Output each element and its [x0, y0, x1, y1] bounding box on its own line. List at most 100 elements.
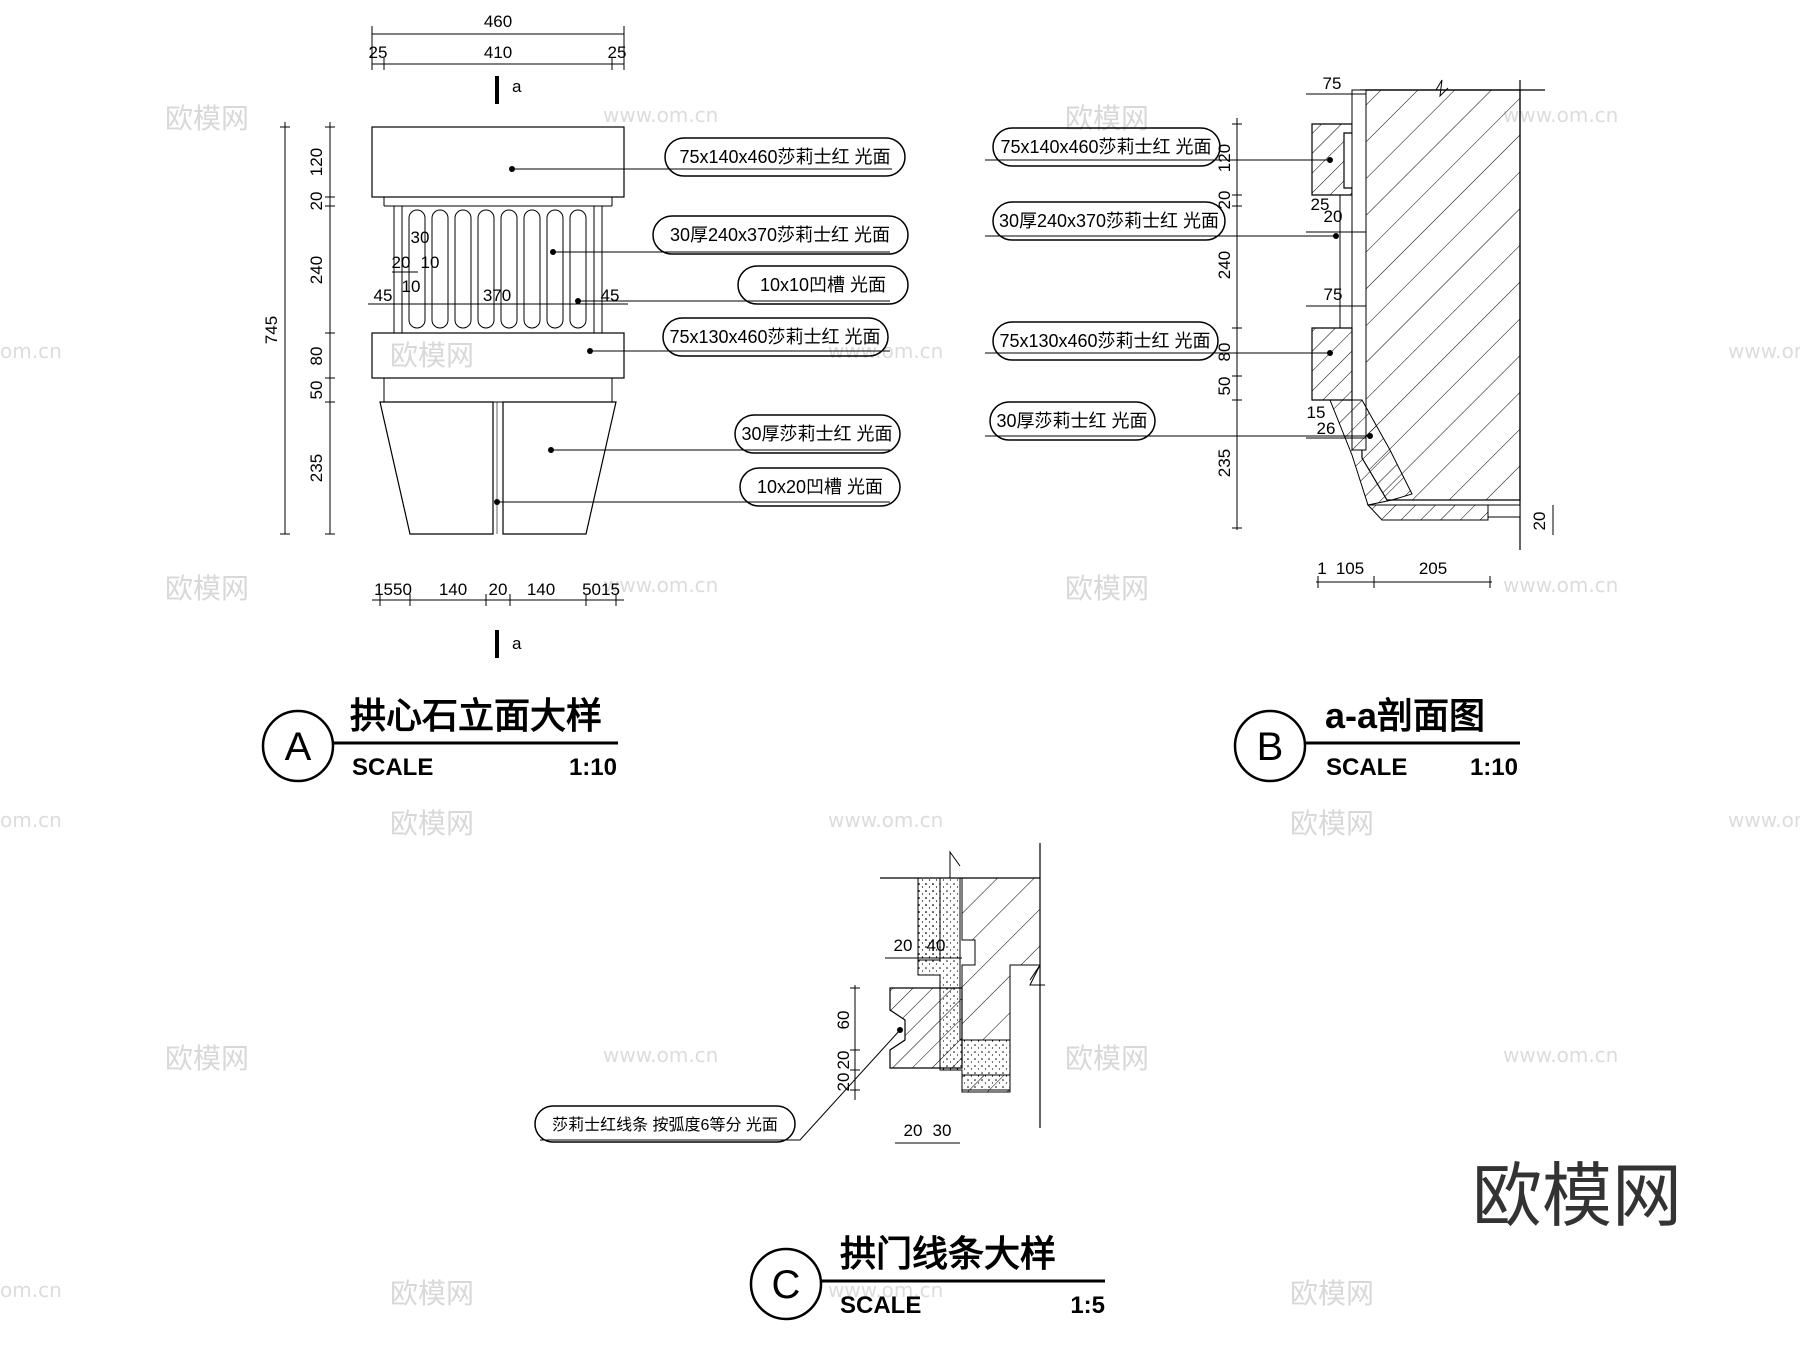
dim-text: 50	[1215, 377, 1234, 396]
cloud-bubble	[534, 1105, 796, 1143]
callout-text: 75x130x460莎莉士红 光面	[999, 331, 1210, 351]
watermark-url: www.om.cn	[828, 808, 943, 832]
watermark-mark: 欧模网	[1065, 572, 1149, 605]
detail-title: 拱心石立面大样	[350, 695, 602, 736]
keystone-left-half	[379, 401, 494, 535]
watermark-mark: 欧模网	[390, 339, 474, 372]
callout: 10x10凹槽 光面	[575, 265, 909, 305]
scale-value: 1:10	[569, 754, 617, 781]
callout-text: 75x130x460莎莉士红 光面	[669, 327, 880, 347]
detail-c-moulding: 20 40 60 20 20 20 30 莎莉士红线条 按弧度6等分 光面 C …	[534, 843, 1105, 1321]
watermark-layer: 欧模网 欧模网 欧模网 欧模网 欧模网 欧模网 欧模网 欧模网 欧模网 欧模网 …	[0, 102, 1800, 1310]
dim-text: 20	[834, 1073, 853, 1092]
lower-band-stone-section	[1311, 327, 1353, 401]
callout: 30厚莎莉士红 光面	[548, 414, 901, 454]
detail-circle	[749, 1247, 823, 1321]
callout: 75x130x460莎莉士红 光面	[985, 321, 1333, 361]
base-slab	[1366, 504, 1489, 521]
cloud-bubble	[664, 137, 906, 177]
dim-text: 80	[1215, 343, 1234, 362]
watermark-url: om.cn	[0, 339, 62, 363]
cloud-bubble	[662, 317, 889, 357]
callout: 75x130x460莎莉士红 光面	[587, 317, 890, 357]
dim-text: 45	[601, 286, 620, 305]
dim-text: 240	[307, 256, 326, 284]
watermark-url: www.om.cn	[1503, 573, 1618, 597]
callout: 30厚240x370莎莉士红 光面	[550, 215, 909, 255]
dim-text: 40	[927, 936, 946, 955]
watermark-mark: 欧模网	[165, 1042, 249, 1075]
scale-label: SCALE	[1326, 754, 1407, 781]
watermark-url: www.om.cn	[1503, 1043, 1618, 1067]
dim-text: 20	[1530, 512, 1549, 531]
watermark-url: www.om.cn	[1728, 339, 1800, 363]
dim-text: 25	[369, 43, 388, 62]
dim-text: 235	[1215, 449, 1234, 477]
watermark-mark: 欧模网	[1290, 1277, 1374, 1310]
detail-circle	[261, 709, 335, 783]
dim-text: 75	[1324, 285, 1343, 304]
watermark-url: www.om.cn	[603, 1043, 718, 1067]
watermark-url: www.om.cn	[1503, 103, 1618, 127]
watermark-url: om.cn	[0, 808, 62, 832]
cloud-bubble	[992, 201, 1226, 241]
watermark-url: www.om.cn	[603, 103, 718, 127]
callout: 30厚240x370莎莉士红 光面	[985, 201, 1339, 241]
watermark-url: www.om.cn	[1728, 808, 1800, 832]
callout: 75x140x460莎莉士红 光面	[509, 137, 906, 177]
callout-text: 75x140x460莎莉士红 光面	[1000, 137, 1211, 157]
callout-text: 莎莉士红线条 按弧度6等分 光面	[552, 1116, 778, 1134]
cloud-bubble	[992, 127, 1221, 167]
callout: 75x140x460莎莉士红 光面	[985, 127, 1333, 167]
dim-text: 140	[527, 580, 555, 599]
lower-band-stone	[371, 332, 625, 379]
dim-text: 20	[307, 192, 326, 211]
dim-text: 25	[1311, 195, 1330, 214]
wall-substrate	[960, 877, 1041, 1041]
dim-text: 410	[484, 43, 512, 62]
scale-label: SCALE	[840, 1292, 921, 1319]
dim-text: 120	[307, 148, 326, 176]
dim-text: 20	[904, 1121, 923, 1140]
dim-text: 50	[307, 381, 326, 400]
dim-text: 240	[1215, 251, 1234, 279]
keystone-section	[1329, 399, 1413, 506]
dim-text: 10	[402, 277, 421, 296]
watermark-url: www.om.cn	[603, 573, 718, 597]
watermark-mark: 欧模网	[1290, 807, 1374, 840]
callout-text: 30厚240x370莎莉士红 光面	[670, 225, 890, 245]
cloud-bubble	[989, 401, 1156, 441]
dim-text: 370	[483, 286, 511, 305]
panel-grooves	[408, 209, 587, 329]
callout-text: 30厚莎莉士红 光面	[996, 411, 1147, 431]
section-mark-label: a	[512, 634, 522, 653]
dim-text: 205	[1419, 559, 1447, 578]
detail-a-elevation: 460 25 410 25 a a	[261, 12, 909, 783]
dim-text: 20	[1324, 207, 1343, 226]
dim-text: 120	[1215, 144, 1234, 172]
dim-text: 26	[1317, 419, 1336, 438]
top-cap-stone	[371, 126, 625, 198]
dim-text: 30	[411, 228, 430, 247]
cloud-bubble	[734, 414, 901, 454]
cloud-bubble	[992, 321, 1219, 361]
dim-text: 460	[484, 12, 512, 31]
scale-value: 1:10	[1470, 754, 1518, 781]
watermark-mark: 欧模网	[165, 102, 249, 135]
moulding-stone	[889, 987, 963, 1069]
dim-text: 20	[489, 580, 508, 599]
dim-text: 1	[1317, 559, 1326, 578]
dim-text: 1550	[374, 580, 412, 599]
watermark-mark: 欧模网	[1065, 102, 1149, 135]
watermark-url: om.cn	[0, 1278, 62, 1302]
dim-text: 15	[1307, 403, 1326, 422]
dim-text: 45	[374, 286, 393, 305]
watermark-mark: 欧模网	[390, 1277, 474, 1310]
scale-label: SCALE	[352, 754, 433, 781]
scale-value: 1:5	[1070, 1292, 1105, 1319]
callout-text: 30厚莎莉士红 光面	[741, 424, 892, 444]
callout-text: 75x140x460莎莉士红 光面	[679, 147, 890, 167]
detail-circle-label: A	[285, 725, 312, 769]
brand-watermark: 欧模网	[1472, 1155, 1682, 1237]
